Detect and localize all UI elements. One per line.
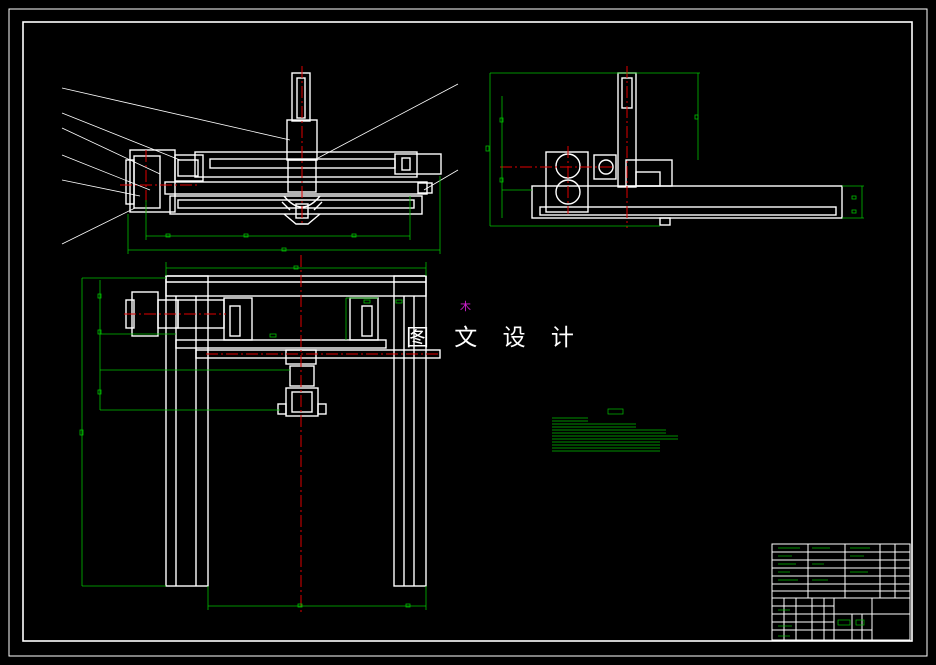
outer-border bbox=[8, 8, 928, 657]
top-view-centerlines bbox=[124, 255, 440, 612]
side-view-dimensions bbox=[485, 72, 864, 227]
title-block bbox=[771, 543, 911, 641]
side-view bbox=[531, 72, 843, 226]
technical-notes-block bbox=[552, 408, 678, 452]
front-view bbox=[125, 72, 442, 225]
watermark-mark: 木 bbox=[460, 300, 471, 313]
side-view-centerlines bbox=[500, 66, 628, 228]
inner-frame bbox=[22, 21, 913, 642]
front-view-dimensions bbox=[127, 176, 441, 254]
front-view-leaders bbox=[61, 83, 459, 245]
top-view bbox=[125, 275, 441, 587]
front-view-centerlines bbox=[120, 66, 303, 225]
top-view-dimensions bbox=[79, 262, 427, 610]
watermark-text: 图 文 设 计 bbox=[406, 325, 583, 351]
title-block-text-marks bbox=[778, 547, 870, 637]
